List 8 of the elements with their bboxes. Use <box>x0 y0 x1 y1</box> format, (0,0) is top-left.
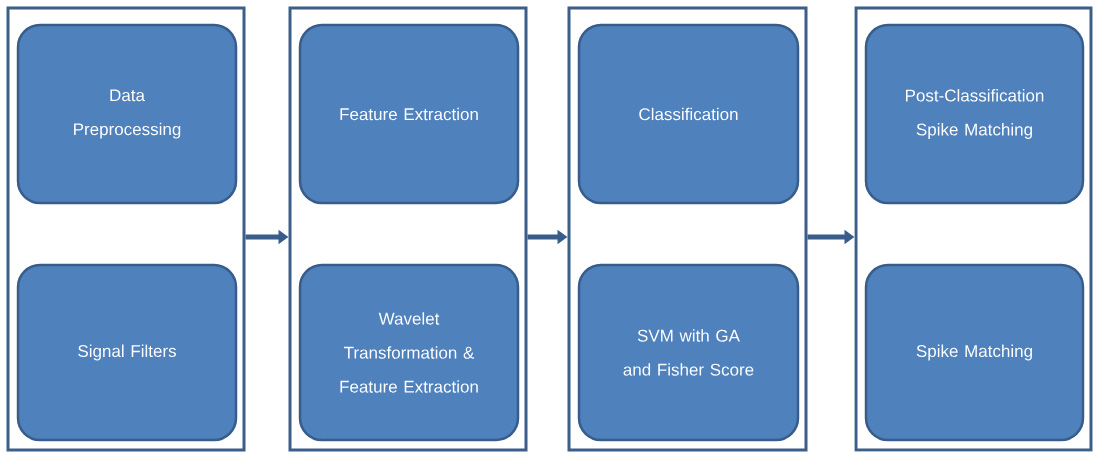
process-box: Wavelet Transformation & Feature Extraction <box>298 263 520 442</box>
process-box: Data Preprocessing <box>16 23 238 205</box>
process-box: Signal Filters <box>16 263 238 442</box>
process-box: SVM with GA and Fisher Score <box>577 263 800 442</box>
process-box: Classification <box>577 23 800 205</box>
process-box: Spike Matching <box>864 263 1085 442</box>
process-box: Post-Classification Spike Matching <box>864 23 1085 205</box>
process-box: Feature Extraction <box>298 23 520 205</box>
